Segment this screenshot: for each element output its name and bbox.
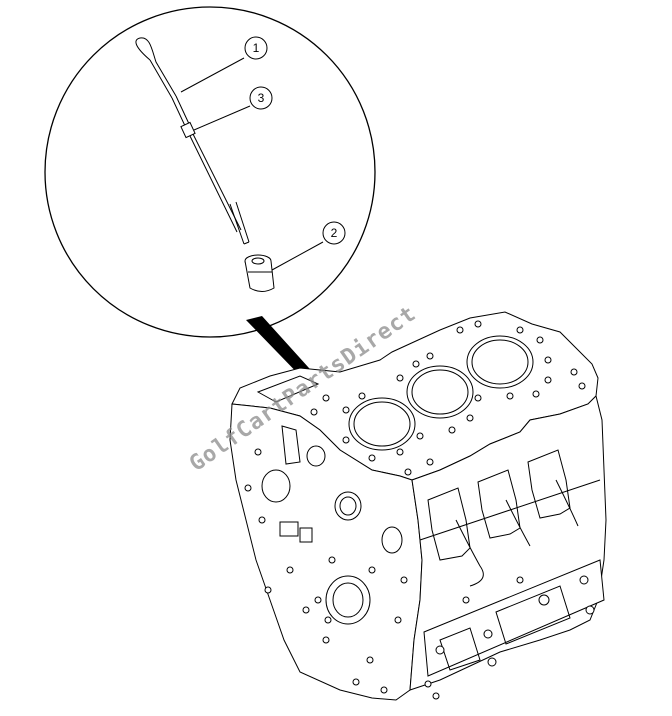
dipstick-boss xyxy=(256,375,320,403)
detail-circle xyxy=(44,6,376,338)
engine-block xyxy=(229,311,607,701)
dipstick-collar xyxy=(180,121,196,139)
leader-2 xyxy=(271,241,324,271)
callout-2: 2 xyxy=(322,221,346,245)
svg-text:3: 3 xyxy=(258,91,265,105)
svg-text:2: 2 xyxy=(331,226,338,240)
front-face-features xyxy=(244,425,408,694)
leader-3 xyxy=(193,105,251,131)
svg-text:1: 1 xyxy=(253,41,260,55)
oil-pan-flange xyxy=(423,559,605,700)
dipstick-handle-loop xyxy=(135,37,177,99)
dipstick xyxy=(135,37,250,245)
deck-holes xyxy=(310,320,586,476)
cylinder-bores xyxy=(348,335,534,451)
side-ribs xyxy=(419,449,601,587)
detail-view: 1 3 2 xyxy=(44,6,376,338)
dipstick-tube xyxy=(244,254,275,292)
leader-1 xyxy=(180,57,245,93)
callout-1: 1 xyxy=(244,36,268,60)
callout-3: 3 xyxy=(249,86,273,110)
detail-pointer xyxy=(246,316,318,384)
